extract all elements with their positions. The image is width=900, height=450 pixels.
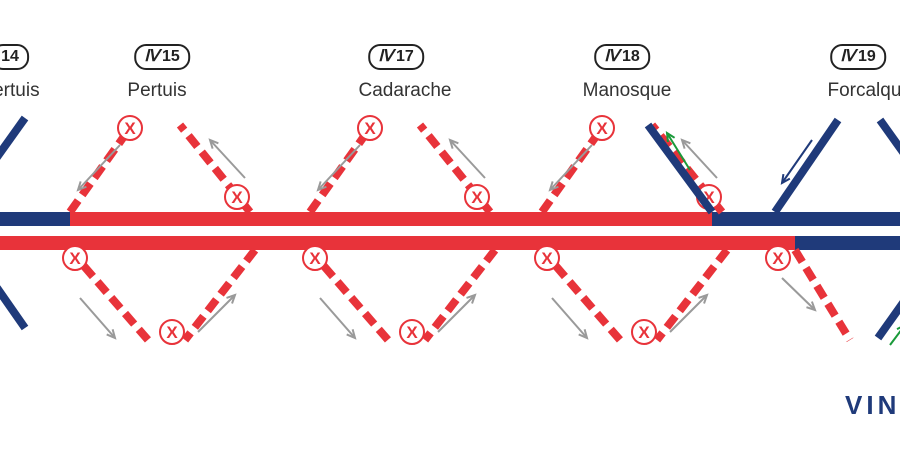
carriageway-north-closed bbox=[70, 212, 712, 226]
detour-arrow-head bbox=[578, 329, 589, 340]
direction-arrow bbox=[781, 139, 813, 184]
closed-marker-icon bbox=[589, 115, 615, 141]
detour-arrow bbox=[77, 144, 121, 191]
detour-arrow-head bbox=[316, 181, 327, 192]
exit-badge-14: 14 bbox=[0, 44, 29, 70]
closed-marker-icon bbox=[117, 115, 143, 141]
detour-arrow bbox=[551, 297, 588, 339]
detour-arrow bbox=[197, 294, 236, 333]
direction-arrow bbox=[666, 132, 691, 171]
closed-marker-icon bbox=[464, 184, 490, 210]
ramp-closed bbox=[306, 132, 369, 215]
closed-marker-icon bbox=[224, 184, 250, 210]
detour-arrow bbox=[669, 294, 708, 333]
carriageway-north-open bbox=[712, 212, 900, 226]
ramp-closed bbox=[538, 132, 601, 215]
ramp-open bbox=[771, 117, 842, 215]
carriageway-north-open bbox=[0, 212, 70, 226]
detour-arrow-head bbox=[698, 293, 709, 304]
closed-marker-label: X bbox=[772, 249, 784, 268]
direction-arrow bbox=[889, 330, 900, 346]
ramp-closed bbox=[791, 247, 854, 343]
closed-marker-icon bbox=[765, 245, 791, 271]
detour-arrow bbox=[449, 139, 486, 179]
ramp-closed bbox=[66, 132, 129, 215]
detour-arrow-head bbox=[680, 138, 691, 149]
ramp-open bbox=[0, 115, 29, 160]
closed-marker-label: X bbox=[124, 119, 136, 138]
detour-arrow-head bbox=[806, 301, 817, 312]
exit-name-14: Pertuis bbox=[0, 80, 40, 101]
detour-arrow-head bbox=[226, 293, 237, 304]
closed-marker-icon bbox=[399, 319, 425, 345]
detour-arrow-head bbox=[106, 329, 117, 340]
detour-arrow-head bbox=[548, 181, 559, 192]
detour-arrow bbox=[319, 297, 356, 339]
exit-name-17: Cadarache bbox=[358, 80, 452, 101]
closed-marker-label: X bbox=[231, 188, 243, 207]
vinci-logo: VINCI bbox=[845, 390, 900, 420]
ramp-open bbox=[0, 285, 29, 331]
ramp-open bbox=[644, 122, 716, 215]
detour-arrow bbox=[549, 144, 593, 191]
closed-marker-icon bbox=[534, 245, 560, 271]
direction-arrow-head bbox=[780, 173, 791, 185]
closed-marker-label: X bbox=[596, 119, 608, 138]
detour-arrow-head bbox=[448, 138, 459, 149]
closed-marker-icon bbox=[631, 319, 657, 345]
detour-arrow-head bbox=[76, 181, 87, 192]
closed-marker-label: X bbox=[406, 323, 418, 342]
carriageway-south-open bbox=[795, 236, 900, 250]
ramp-closed bbox=[176, 122, 254, 215]
detour-arrow bbox=[79, 297, 116, 339]
closed-marker-label: X bbox=[309, 249, 321, 268]
closed-marker-label: X bbox=[638, 323, 650, 342]
exit-name-18: Manosque bbox=[582, 80, 672, 101]
closed-marker-icon bbox=[302, 245, 328, 271]
closed-marker-label: X bbox=[364, 119, 376, 138]
closed-marker-label: X bbox=[541, 249, 553, 268]
detour-arrow-head bbox=[208, 138, 219, 149]
ramp-open bbox=[876, 117, 900, 155]
detour-arrow bbox=[317, 144, 361, 191]
closed-marker-label: X bbox=[471, 188, 483, 207]
closed-marker-label: X bbox=[69, 249, 81, 268]
closed-marker-label: X bbox=[166, 323, 178, 342]
ramp-closed bbox=[648, 122, 726, 215]
closed-marker-icon bbox=[159, 319, 185, 345]
detour-arrow bbox=[781, 277, 816, 311]
ramp-closed bbox=[421, 247, 499, 343]
detour-arrow-head bbox=[466, 293, 477, 304]
ramp-closed bbox=[181, 247, 259, 343]
detour-arrow bbox=[209, 139, 246, 179]
ramp-open bbox=[874, 300, 900, 341]
closed-marker-icon bbox=[62, 245, 88, 271]
detour-arrow bbox=[681, 139, 718, 179]
direction-arrow-head bbox=[665, 131, 676, 143]
exit-name-15: Pertuis bbox=[127, 80, 187, 101]
carriageway-south-closed bbox=[0, 236, 795, 250]
closed-marker-icon bbox=[357, 115, 383, 141]
ramp-closed bbox=[653, 247, 731, 343]
detour-arrow-head bbox=[346, 329, 357, 340]
ramp-closed bbox=[416, 122, 494, 215]
exit-name-19: Forcalquier bbox=[827, 80, 900, 101]
detour-arrow bbox=[437, 294, 476, 333]
